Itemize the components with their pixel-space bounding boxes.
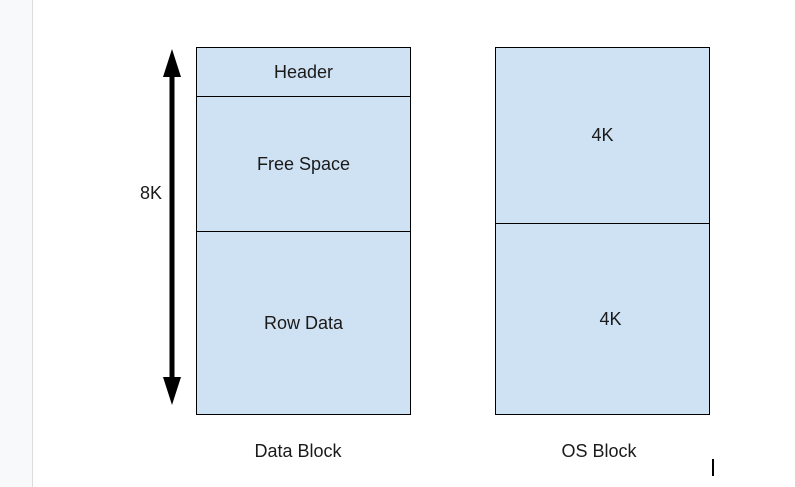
row-data-label: Row Data	[263, 312, 344, 333]
data-block: Header Free Space Row Data	[196, 47, 411, 415]
os-block-lower-section: 4K	[496, 224, 709, 414]
os-block-upper-section: 4K	[496, 48, 709, 224]
header-label: Header	[273, 61, 334, 82]
page-margin	[0, 0, 33, 487]
os-block-upper-label: 4K	[591, 125, 614, 145]
os-block-lower-label: 4K	[599, 308, 622, 329]
data-block-caption: Data Block	[254, 441, 342, 461]
text-cursor	[712, 459, 714, 476]
free-space-section: Free Space	[197, 97, 410, 232]
free-space-label: Free Space	[256, 153, 351, 174]
size-label-8k: 8K	[140, 183, 163, 203]
row-data-section: Row Data	[197, 232, 410, 414]
os-block: 4K 4K	[495, 47, 710, 415]
double-arrow-icon	[163, 49, 181, 405]
header-section: Header	[197, 48, 410, 97]
os-block-caption: OS Block	[561, 441, 637, 461]
